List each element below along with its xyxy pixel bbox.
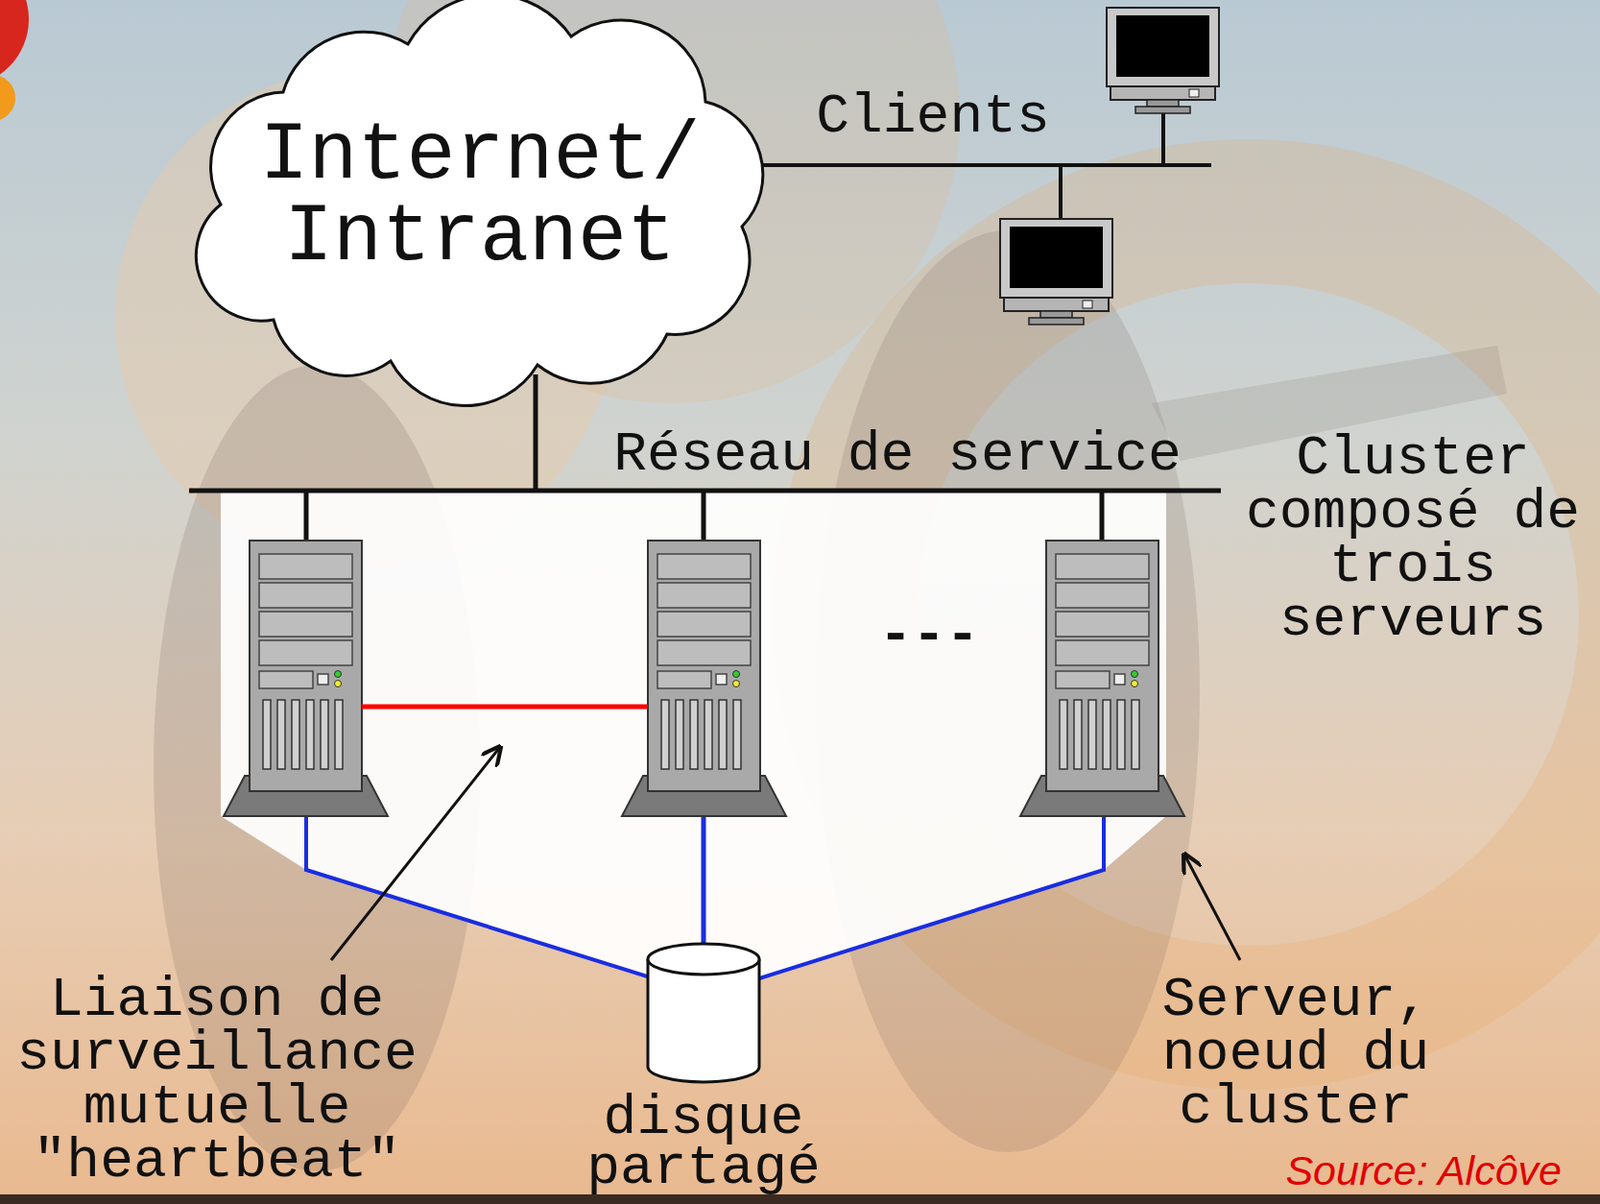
ellipsis-mark: --- — [879, 608, 980, 665]
server-tower — [223, 540, 388, 816]
storage-link — [756, 815, 1104, 980]
server-drop — [701, 490, 707, 541]
cluster-area — [220, 490, 1167, 978]
callout-text: Liaison de surveillance mutuelle "heartb… — [9, 973, 425, 1189]
disk-cylinder — [569, 943, 838, 1088]
client-network-line — [758, 163, 1212, 168]
callout-text: Serveur, noeud du cluster — [1146, 973, 1445, 1135]
group-label: Clients — [815, 89, 1051, 145]
leader-arrow — [1184, 854, 1241, 960]
server-tower — [621, 540, 787, 816]
client-monitor — [1106, 7, 1219, 114]
disk-node: disque partagé — [569, 943, 838, 1196]
cloud-label: Internet/ Intranet — [206, 115, 754, 279]
storage-link — [306, 815, 657, 980]
cloud-node: Internet/ Intranet — [167, 7, 792, 392]
heartbeat-link — [361, 704, 648, 710]
logo-red — [0, 0, 29, 87]
cluster-note: Cluster composé de trois serveurs — [1239, 431, 1587, 647]
uplink-line — [533, 374, 539, 491]
client-drop — [1161, 107, 1166, 166]
source-note: Source: Alcôve — [1285, 1146, 1562, 1195]
client-drop — [1058, 165, 1063, 220]
network-label: Réseau de service — [613, 427, 1182, 483]
logo-orange — [0, 74, 16, 121]
client-monitor — [1000, 218, 1113, 325]
server-drop — [1099, 490, 1105, 541]
storage-link — [701, 815, 707, 946]
server-tower — [1020, 540, 1185, 816]
node-label: disque partagé — [569, 1093, 838, 1194]
leader-arrow — [331, 746, 501, 960]
server-drop — [304, 490, 310, 541]
bottom-band — [0, 1194, 1600, 1204]
